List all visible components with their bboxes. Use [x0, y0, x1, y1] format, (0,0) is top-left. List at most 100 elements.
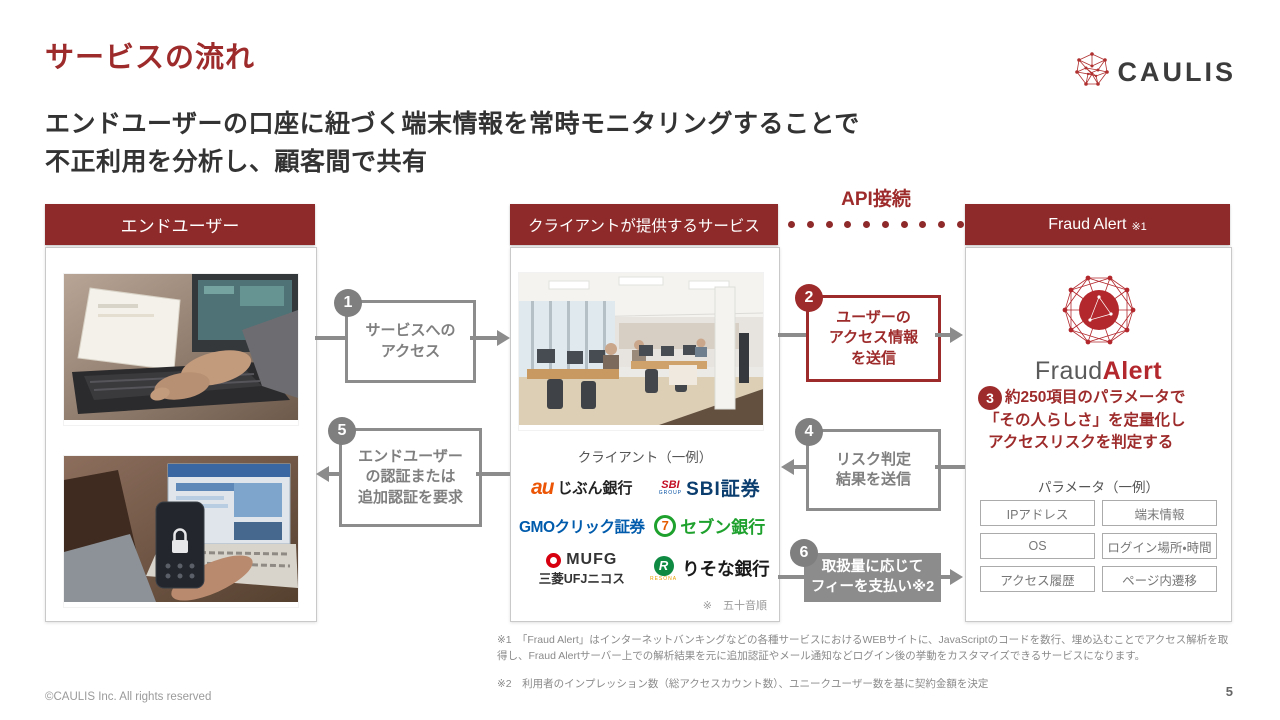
step-2-box: 2 ユーザーの アクセス情報 を送信 [795, 284, 941, 382]
fraud-alert-header-text: Fraud Alert [1048, 215, 1127, 233]
step-2-line-2: アクセス情報 [828, 329, 919, 347]
fraud-alert-wordmark: FraudAlert [1035, 357, 1162, 386]
arrow-1-head-right-icon [497, 330, 510, 346]
caulis-logo: CAULIS [1074, 52, 1237, 93]
parameter-grid: IPアドレス 端末情報 OS ログイン場所・時間 アクセス履歴 ページ内遷移 [980, 500, 1217, 592]
param-ip-address: IPアドレス [980, 500, 1095, 526]
step-3-description: 3 約250項目のパラメータで 「その人らしさ」を定量化し アクセスリスクを判定… [978, 386, 1223, 455]
arrow-4-segment [794, 465, 806, 469]
step-4-line-2: 結果を送信 [835, 471, 911, 488]
step-1-badge: 1 [334, 289, 362, 317]
client-panel: クライアント（一例） au じぶん銀行 SBI GROUP SBI証券 GMOク… [510, 247, 780, 622]
page-title: サービスの流れ [45, 42, 256, 74]
arrow-1-segment [315, 336, 345, 340]
client-logo-grid: au じぶん銀行 SBI GROUP SBI証券 GMOクリック証券 7 セブン… [519, 474, 771, 587]
page-number: 5 [1225, 684, 1233, 699]
arrow-1-segment [470, 336, 497, 340]
param-page-transition: ページ内遷移 [1102, 566, 1217, 592]
step-3-line-1: 約250項目のパラメータで [1005, 388, 1186, 406]
brand-name: CAULIS [1117, 57, 1236, 87]
au-bank-label: じぶん銀行 [557, 480, 633, 497]
arrow-6-segment [941, 575, 950, 579]
api-dotted-line [788, 221, 964, 228]
step-2-line-3: を送信 [850, 349, 896, 367]
step-3-line-3: アクセスリスクを判定する [988, 434, 1174, 452]
copyright-text: ©CAULIS Inc. All rights reserved [45, 691, 212, 703]
step-6-line-2: フィーを支払い※2 [810, 578, 935, 595]
step-6-badge: 6 [790, 539, 818, 567]
step-3-line-2: 「その人らしさ」を定量化し [984, 412, 1186, 429]
mufg-label: MUFG [566, 551, 618, 568]
logo-gmo-click: GMOクリック証券 [519, 515, 645, 537]
step-2-badge: 2 [795, 284, 823, 312]
alphabetical-order-note: ※ 五十音順 [702, 600, 767, 612]
photo-smartphone-auth [64, 456, 298, 607]
arrow-5-segment [329, 472, 339, 476]
step-4-badge: 4 [795, 418, 823, 446]
step-5-line-2: の認証または [365, 468, 456, 486]
step-2-line-1: ユーザーの [836, 309, 911, 327]
seven-bank-label: セブン銀行 [680, 518, 766, 537]
arrow-2-head-right-icon [950, 327, 963, 343]
step-1-line-2: アクセス [380, 342, 441, 360]
subtitle-line-2: 不正利用を分析し、顧客間で共有 [45, 147, 428, 176]
sbi-logo-mark: SBI GROUP [658, 478, 683, 496]
api-connection-label: API接続 [841, 189, 911, 210]
au-logo-mark: au [531, 475, 554, 499]
sbi-label: SBI証券 [686, 479, 761, 500]
fraud-alert-logo: FraudAlert [966, 270, 1231, 386]
arrow-5-head-left-icon [316, 466, 329, 482]
step-6-line-1: 取扱量に応じて [821, 558, 924, 575]
logo-seven-bank: 7 セブン銀行 [654, 513, 765, 538]
param-access-history: アクセス履歴 [980, 566, 1095, 592]
fraud-word: Fraud [1034, 357, 1103, 385]
step-5-badge: 5 [328, 417, 356, 445]
logo-au-jibun-bank: au じぶん銀行 [531, 476, 633, 500]
param-os: OS [980, 533, 1095, 559]
alert-word: Alert [1102, 357, 1163, 385]
logo-resona-bank: R RESONA りそな銀行 [649, 555, 770, 582]
step-3-badge: 3 [978, 386, 1002, 410]
step-5-line-1: エンドユーザー [358, 448, 463, 466]
step-5-line-3: 追加認証を要求 [357, 488, 463, 506]
header-end-user: エンドユーザー [45, 204, 315, 245]
resona-small-text: RESONA [649, 575, 678, 582]
step-5-box: 5 エンドユーザー の認証または 追加認証を要求 [328, 417, 482, 527]
seven-bank-mark: 7 [654, 514, 677, 537]
header-client-service: クライアントが提供するサービス [510, 204, 778, 245]
slide-subtitle: エンドユーザーの口座に紐づく端末情報を常時モニタリングすることで 不正利用を分析… [45, 106, 860, 181]
resona-label: りそな銀行 [682, 559, 770, 580]
mufg-ring-icon [546, 552, 562, 568]
arrow-4-segment [935, 465, 965, 469]
step-4-box: 4 リスク判定 結果を送信 [795, 418, 941, 511]
arrow-6-head-right-icon [950, 569, 963, 585]
fraud-alert-panel: FraudAlert 3 約250項目のパラメータで 「その人らしさ」を定量化し… [965, 247, 1232, 622]
fraud-alert-header-note: ※1 [1131, 221, 1147, 233]
arrow-2-segment [778, 333, 806, 337]
param-device-info: 端末情報 [1102, 500, 1217, 526]
resona-mark: R RESONA [649, 555, 678, 582]
photo-typing-laptop [64, 274, 298, 425]
logo-sbi-securities: SBI GROUP SBI証券 [659, 474, 761, 501]
step-1-box: 1 サービスへの アクセス [334, 289, 476, 383]
client-example-caption: クライアント（一例） [577, 450, 713, 465]
footnote-2: ※2 利用者のインプレッション数（総アクセスカウント数）、ユニークユーザー数を基… [497, 678, 989, 690]
caulis-network-icon [1074, 52, 1110, 93]
sbi-mark-text: SBI [661, 478, 680, 491]
step-6-box: 6 取扱量に応じて フィーを支払い※2 [790, 539, 941, 602]
gmo-label: GMOクリック証券 [519, 518, 645, 536]
sbi-group-text: GROUP [658, 489, 683, 496]
subtitle-line-1: エンドユーザーの口座に紐づく端末情報を常時モニタリングすることで [45, 110, 860, 138]
parameter-example-caption: パラメータ（一例） [1037, 480, 1160, 495]
step-4-line-1: リスク判定 [835, 450, 911, 468]
logo-mufg-nicos: MUFG 三菱UFJニコス [539, 550, 625, 587]
mufg-nicos-label: 三菱UFJニコス [538, 571, 625, 586]
step-1-line-1: サービスへの [365, 322, 456, 340]
arrow-4-head-left-icon [781, 459, 794, 475]
header-fraud-alert: Fraud Alert ※1 [965, 204, 1230, 245]
arrow-6-segment [778, 575, 804, 579]
end-user-panel [45, 247, 317, 622]
resona-r-icon: R [653, 555, 674, 576]
arrow-5-segment [476, 472, 510, 476]
